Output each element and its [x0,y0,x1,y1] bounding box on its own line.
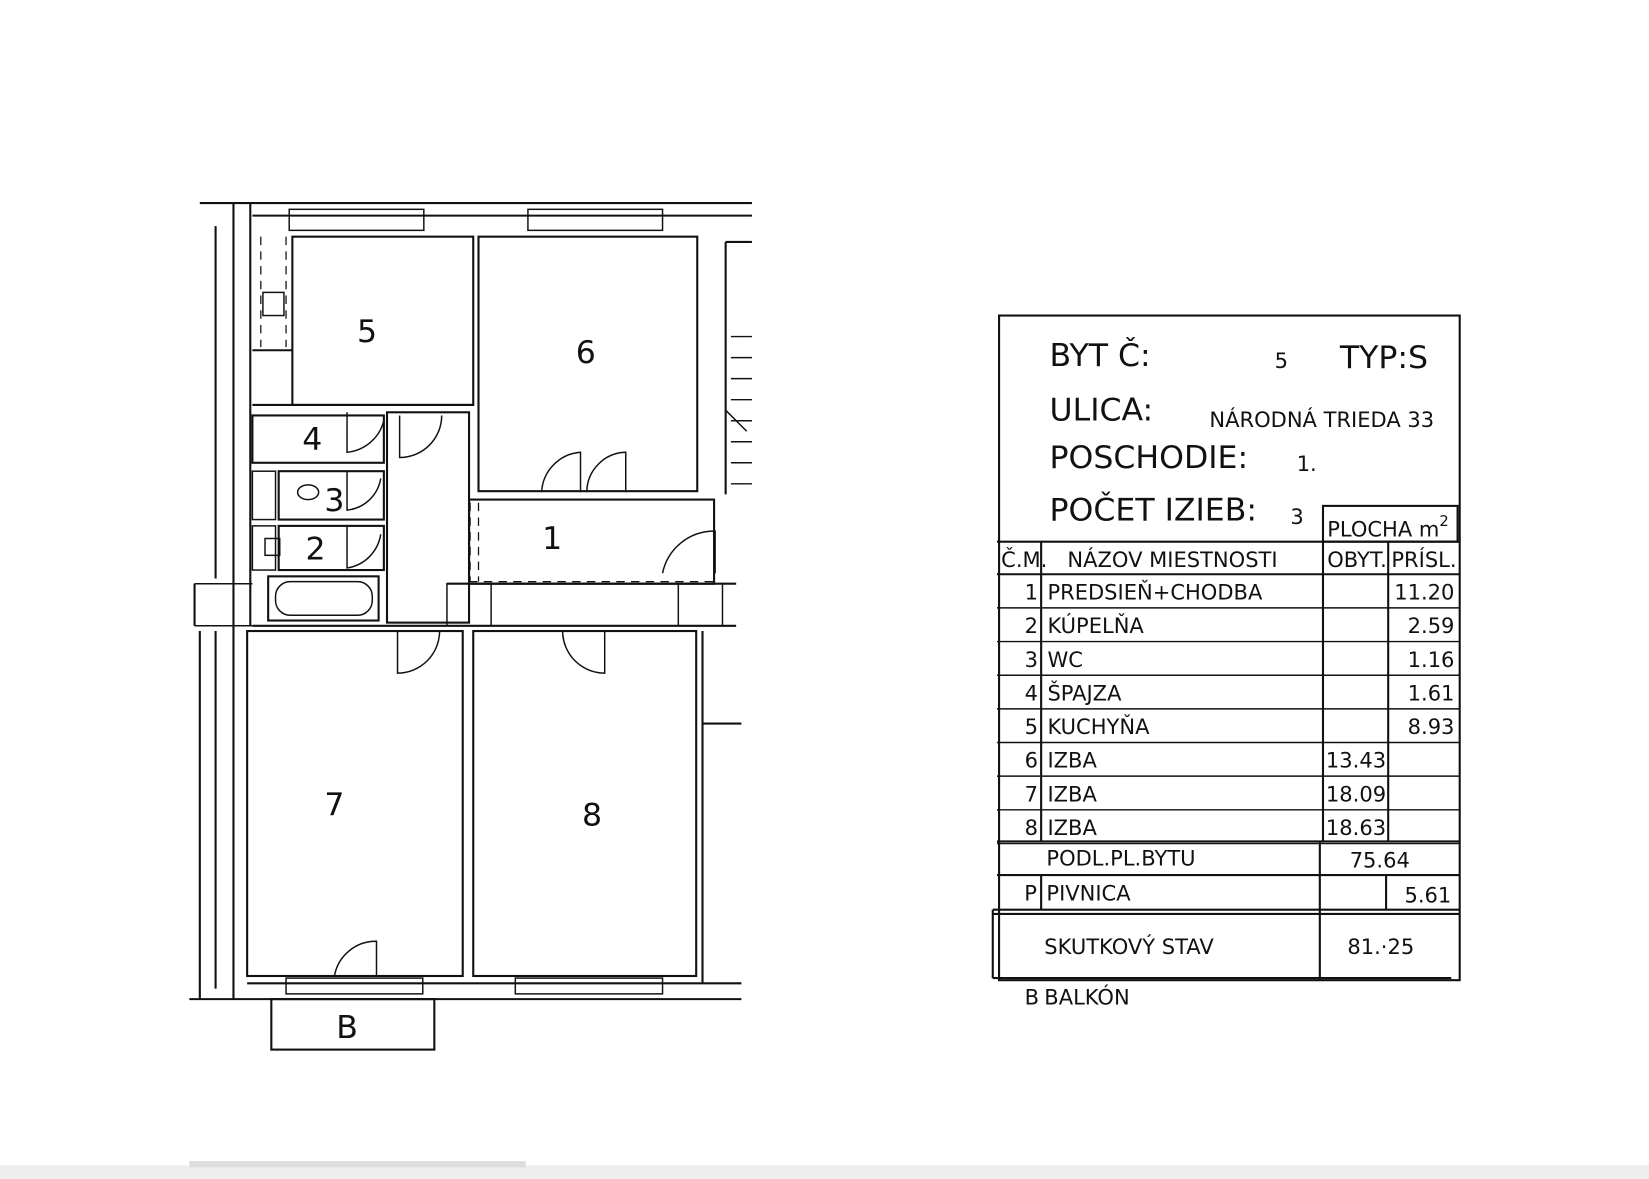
room-label-1: 1 [542,521,562,557]
room-label-3: 3 [324,483,344,519]
table-row: 7 IZBA 18.09 [996,781,1460,811]
room-label-7: 7 [324,787,344,823]
row-number: 4 [1025,680,1038,705]
room-name: PREDSIEŇ+CHODBA [1047,579,1263,604]
poschodie-label: POSCHODIE: [1050,440,1249,476]
poschodie-value: 1. [1297,451,1317,476]
byt-label: BYT Č: [1050,335,1151,374]
door-swings [333,412,716,977]
table-row: 6 IZBA 13.43 [996,748,1460,777]
row-number: 6 [1025,748,1038,773]
room-label-6: 6 [576,335,596,371]
row-number: 5 [1025,714,1038,739]
pivnica-cm: P [1024,880,1037,905]
table-row: 4 ŠPAJZA 1.61 [996,680,1460,710]
table-row: 1 PREDSIEŇ+CHODBA 11.20 [996,579,1460,609]
table-row: 3 WC 1.16 [996,647,1460,676]
ulica-label: ULICA: [1050,393,1154,429]
prisl-area: 11.20 [1394,579,1454,604]
room-label-5: 5 [357,314,377,350]
row-number: 3 [1025,647,1038,672]
area-table: BYT Č: 5 TYP:S ULICA: NÁRODNÁ TRIEDA 33 … [991,314,1461,1009]
col-header-obyt: OBYT. [1327,547,1387,572]
podl-label: PODL.PL.BYTU [1046,846,1195,871]
balkon-label: BALKÓN [1044,984,1129,1009]
room-name: KÚPELŇA [1047,613,1144,638]
row-number: 1 [1025,579,1038,604]
col-header-cm: Č.M. [1001,547,1047,572]
prisl-area: 1.61 [1408,680,1455,705]
balkon-cm: B [1025,984,1039,1009]
skutkovy-stav-label: SKUTKOVÝ STAV [1044,934,1214,959]
podl-value: 75.64 [1350,848,1410,873]
room-name: WC [1047,647,1082,672]
plocha-header: PLOCHA m2 [1327,513,1449,542]
pivnica-label: PIVNICA [1046,880,1131,905]
col-header-name: NÁZOV MIESTNOSTI [1067,547,1277,572]
ulica-value: NÁRODNÁ TRIEDA 33 [1209,407,1434,432]
pivnica-value: 5.61 [1404,882,1451,907]
table-row: 8 IZBA 18.63 [996,815,1460,845]
obyt-area: 18.63 [1326,815,1386,840]
room-label-2: 2 [305,532,325,568]
obyt-area: 13.43 [1326,748,1386,773]
prisl-area: 8.93 [1408,714,1455,739]
floor-plan: 5 6 4 3 2 1 7 8 B [189,201,752,1051]
prisl-area: 2.59 [1408,613,1455,638]
room-name: IZBA [1047,781,1097,806]
pocet-izieb-label: POČET IZIEB: [1050,490,1257,529]
skutkovy-stav-value: 81.·25 [1347,934,1414,959]
room-name: IZBA [1047,815,1097,840]
room-label-4: 4 [302,422,322,458]
table-row: 5 KUCHYŇA 8.93 [996,714,1460,744]
row-number: 7 [1025,781,1038,806]
room-name: ŠPAJZA [1047,680,1122,705]
room-name: KUCHYŇA [1047,714,1150,739]
row-number: 2 [1025,613,1038,638]
prisl-area: 1.16 [1408,647,1455,672]
room-name: IZBA [1047,748,1097,773]
room-label-8: 8 [582,798,602,834]
row-number: 8 [1025,815,1038,840]
table-row: 2 KÚPELŇA 2.59 [996,613,1460,643]
pocet-izieb-value: 3 [1290,504,1303,529]
obyt-area: 18.09 [1326,781,1386,806]
window [285,208,664,995]
col-header-prisl: PRÍSL. [1391,547,1456,572]
byt-value: 5 [1275,348,1288,373]
typ-label: TYP:S [1339,340,1428,376]
room-label-balcony: B [336,1010,358,1046]
